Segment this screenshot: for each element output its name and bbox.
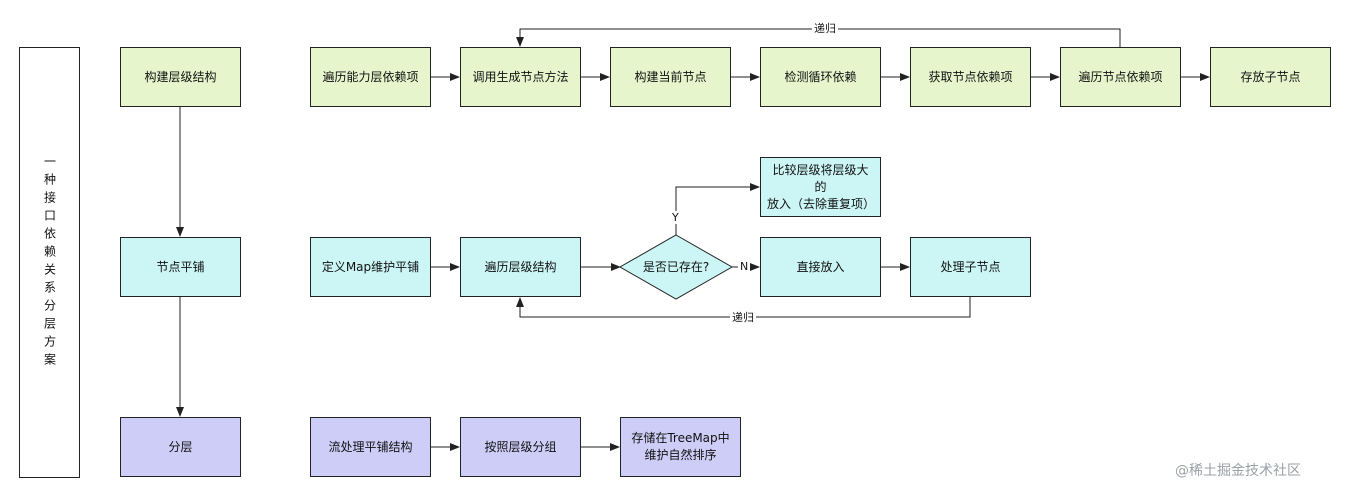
r2-define-map: 定义Map维护平铺 [310,237,431,297]
r2-traverse-hierarchy: 遍历层级结构 [460,237,581,297]
r2-process-child-nodes: 处理子节点 [910,237,1031,297]
r1-detect-cycle: 检测循环依赖 [760,47,881,107]
r1-get-node-deps: 获取节点依赖项 [910,47,1031,107]
diagram-title-text: 一种接口依赖关系分层方案 [42,154,57,371]
r1-traverse-node-deps: 遍历节点依赖项 [1060,47,1181,107]
r1-call-generate-node: 调用生成节点方法 [460,47,581,107]
r3-stream-flatten: 流处理平铺结构 [310,417,431,477]
stage-layer: 分层 [120,417,241,477]
stage-flatten: 节点平铺 [120,237,241,297]
diagram-title: 一种接口依赖关系分层方案 [19,47,80,478]
r3-group-by-level: 按照层级分组 [460,417,581,477]
r2-recursion-label: 递归 [730,311,756,324]
decision-yes-label: Y [670,211,681,224]
r2-put-directly: 直接放入 [760,237,881,297]
decision-no-label: N [738,260,751,273]
arrow-r2-decision-yes [675,183,760,235]
r1-build-current-node: 构建当前节点 [610,47,731,107]
r1-recursion-label: 递归 [812,22,838,35]
r1-traverse-capability-deps: 遍历能力层依赖项 [310,47,431,107]
r1-store-child-node: 存放子节点 [1210,47,1331,107]
decision-label: 是否已存在? [642,259,710,274]
r2-compare-level-box: 比较层级将层级大的 放入（去除重复项） [760,157,881,217]
stage-build: 构建层级结构 [120,47,241,107]
decision-diamond [618,234,734,300]
r3-store-treemap: 存储在TreeMap中 维护自然排序 [620,417,741,477]
watermark: @稀土掘金技术社区 [1175,463,1301,479]
